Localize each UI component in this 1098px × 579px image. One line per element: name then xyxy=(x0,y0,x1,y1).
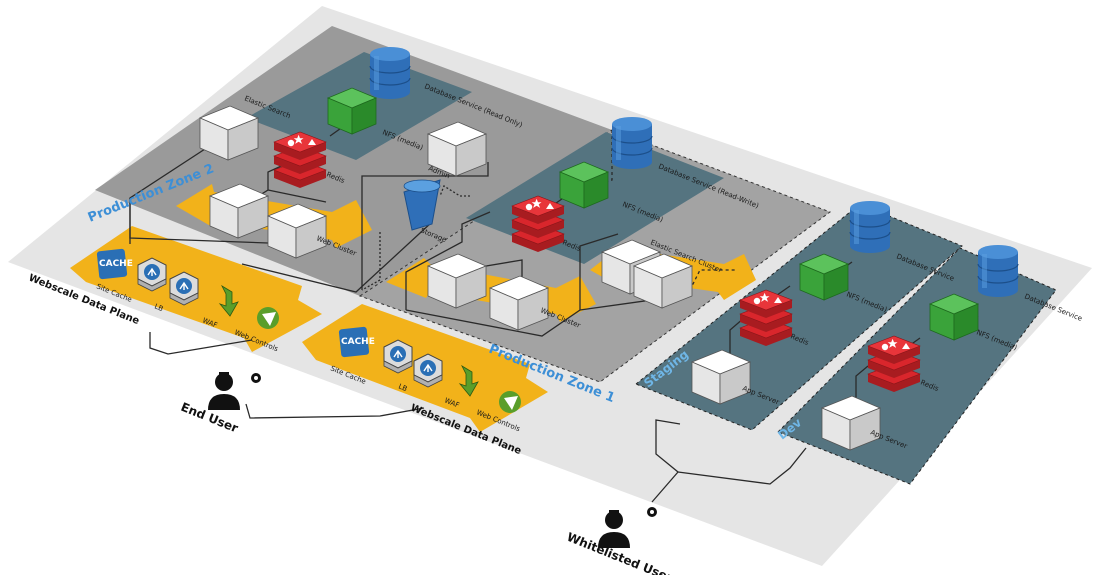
database-staging-cylinder xyxy=(850,201,890,253)
svg-text:CACHE: CACHE xyxy=(99,259,133,269)
web-cluster-box-b2 xyxy=(490,276,548,330)
svg-text:CACHE: CACHE xyxy=(341,337,375,347)
web-cluster-box-a2 xyxy=(268,204,326,258)
nfs-media-cube-dev xyxy=(930,294,978,340)
database-read-write-cylinder xyxy=(612,117,652,169)
app-server-box-staging xyxy=(692,350,750,404)
nfs-media-cube-staging xyxy=(800,254,848,300)
redis-stack-b xyxy=(512,196,564,252)
elastic-search-cluster-box-2 xyxy=(634,254,692,308)
whitelisted-users-icon xyxy=(598,507,657,548)
database-read-only-cylinder xyxy=(370,47,410,99)
redis-stack-a xyxy=(274,132,326,188)
nfs-media-cube-b xyxy=(560,162,608,208)
lb-icon-2b xyxy=(170,272,198,305)
end-user-icon xyxy=(208,372,261,410)
lb-icon-1b xyxy=(414,354,442,387)
nfs-media-cube-a xyxy=(328,88,376,134)
lb-icon-1a xyxy=(384,340,412,373)
lb-icon-2a xyxy=(138,258,166,291)
web-cluster-box-b1 xyxy=(428,254,486,308)
web-controls-icon-1 xyxy=(499,391,521,413)
app-server-box-dev xyxy=(822,396,880,450)
elastic-search-box xyxy=(200,106,258,160)
web-cluster-box-a1 xyxy=(210,184,268,238)
redis-stack-dev xyxy=(868,336,920,392)
database-dev-cylinder xyxy=(978,245,1018,297)
web-controls-icon-2 xyxy=(257,307,279,329)
redis-stack-staging xyxy=(740,290,792,346)
